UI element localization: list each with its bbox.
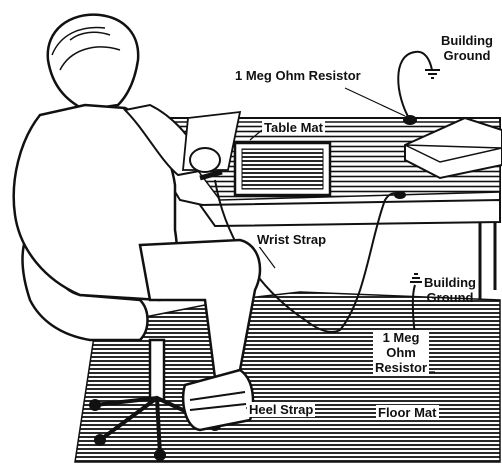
- resistor-right-label: 1 Meg Ohm Resistor: [373, 330, 429, 375]
- table-mat-label: Table Mat: [262, 120, 325, 135]
- resistor-top-label: 1 Meg Ohm Resistor: [233, 68, 363, 83]
- building-ground-right-line1: Building: [424, 275, 476, 290]
- heel-strap-label: Heel Strap: [247, 402, 315, 417]
- resistor-right-line3: Resistor: [375, 360, 427, 375]
- building-ground-top-label: Building Ground: [441, 33, 493, 63]
- circuit-board: [235, 143, 330, 195]
- building-ground-right-line2: Ground: [424, 290, 476, 305]
- wrist-strap-label: Wrist Strap: [255, 232, 328, 247]
- resistor-right-line2: Ohm: [375, 345, 427, 360]
- table-ground-wire: [345, 52, 440, 125]
- floor-mat-label: Floor Mat: [376, 405, 439, 420]
- building-ground-top-line1: Building: [441, 33, 493, 48]
- resistor-right-line1: 1 Meg: [375, 330, 427, 345]
- building-ground-top-line2: Ground: [441, 48, 493, 63]
- building-ground-right-label: Building Ground: [424, 275, 476, 305]
